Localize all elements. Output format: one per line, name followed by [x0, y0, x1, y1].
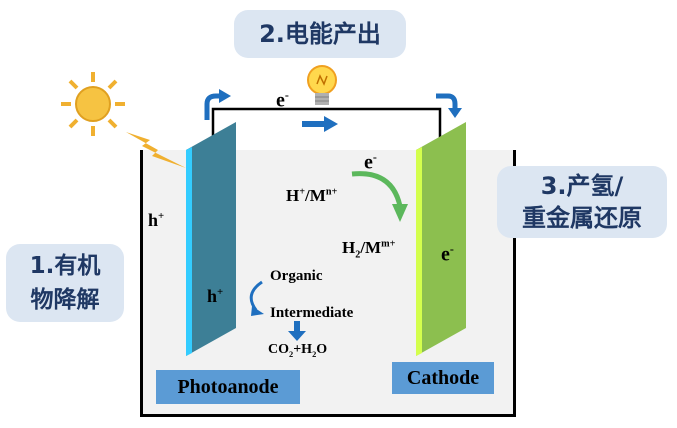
step2-electricity-label: 2.电能产出	[234, 10, 406, 58]
co2-water-label: CO2+H2O	[268, 342, 328, 359]
proton-metal-ion-label: H+/Mn+	[286, 186, 338, 205]
hole-label-anode: h+	[207, 286, 224, 306]
step1-line2: 物降解	[30, 287, 100, 313]
photoanode-plate	[186, 122, 236, 356]
photoanode-tag: Photoanode	[156, 370, 300, 404]
hole-label-left: h+	[148, 210, 165, 230]
step3-hydrogen-metal-label: 3.产氢/ 重金属还原	[497, 166, 667, 238]
step1-line1: 1.有机	[29, 253, 101, 279]
wire-electron-label: e-	[276, 88, 289, 112]
sun-icon	[61, 72, 125, 136]
product-down-arrow-icon	[294, 321, 300, 333]
anode-up-arrow-icon	[204, 93, 221, 120]
cathode-plate	[416, 122, 466, 356]
step3-line2: 重金属还原	[522, 204, 642, 232]
cathode-tag: Cathode	[392, 362, 494, 394]
oxidation-curve-arrow-icon	[249, 280, 263, 311]
lightning-icon	[126, 132, 186, 168]
electron-flow-arrow-icon	[302, 121, 326, 127]
electrolyte-electron-label: e-	[364, 150, 377, 174]
cathode-electron-label: e-	[441, 242, 454, 266]
external-wire	[211, 107, 442, 150]
reduction-curve-arrow-icon	[351, 171, 403, 207]
cathode-down-arrow-icon	[436, 93, 458, 110]
organic-label: Organic	[270, 268, 323, 284]
light-bulb-icon	[307, 65, 337, 105]
step1-organic-degradation-label: 1.有机 物降解	[6, 244, 124, 322]
step3-line1: 3.产氢/	[540, 172, 624, 200]
intermediate-label: Intermediate	[270, 305, 354, 321]
hydrogen-metal-product-label: H2/Mm+	[342, 238, 396, 261]
